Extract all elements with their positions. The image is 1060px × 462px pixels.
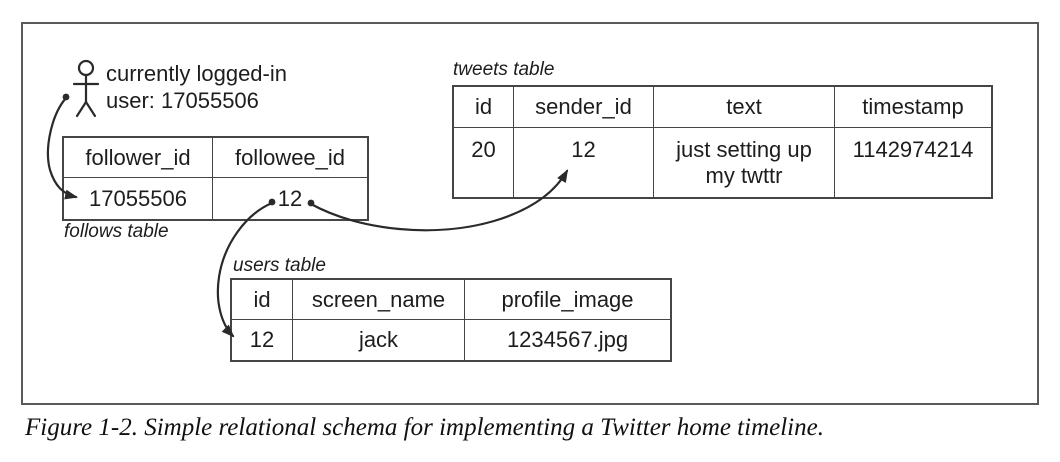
- tweets-cell-timestamp: 1142974214: [852, 137, 974, 162]
- tweets-header-sender-id: sender_id: [514, 87, 654, 128]
- users-table: id screen_name profile_image 12 jack 123…: [230, 278, 672, 362]
- users-header-screen-name: screen_name: [293, 280, 465, 320]
- users-header-id: id: [232, 280, 293, 320]
- tweets-header-text: text: [654, 87, 835, 128]
- follows-table-label: follows table: [64, 221, 169, 242]
- tweets-table-label: tweets table: [453, 59, 555, 80]
- follows-header-follower-id: follower_id: [64, 138, 213, 178]
- follows-table: follower_id followee_id 17055506 12: [62, 136, 369, 221]
- tweets-header-timestamp: timestamp: [835, 87, 991, 128]
- users-cell-id: 12: [232, 320, 293, 360]
- users-cell-screen-name: jack: [293, 320, 465, 360]
- follows-cell-followee-id: 12: [277, 185, 303, 211]
- actor-label-line2: user: 17055506: [106, 88, 259, 113]
- tweets-cell-text: just setting up my twttr: [654, 128, 835, 197]
- users-header-profile-image: profile_image: [465, 280, 670, 320]
- actor-label: currently logged-in user: 17055506: [106, 60, 287, 114]
- tweets-cell-id: 20: [454, 128, 514, 197]
- tweets-cell-sender-id: 12: [514, 128, 654, 197]
- follows-cell-follower-id: 17055506: [64, 178, 213, 219]
- tweets-header-id: id: [454, 87, 514, 128]
- tweets-table: id sender_id text timestamp 20 12 just s…: [452, 85, 993, 199]
- figure-caption: Figure 1-2. Simple relational schema for…: [25, 414, 824, 441]
- actor-label-line1: currently logged-in: [106, 61, 287, 86]
- users-cell-profile-image: 1234567.jpg: [506, 327, 629, 352]
- users-table-label: users table: [233, 255, 326, 276]
- follows-header-followee-id: followee_id: [213, 138, 367, 178]
